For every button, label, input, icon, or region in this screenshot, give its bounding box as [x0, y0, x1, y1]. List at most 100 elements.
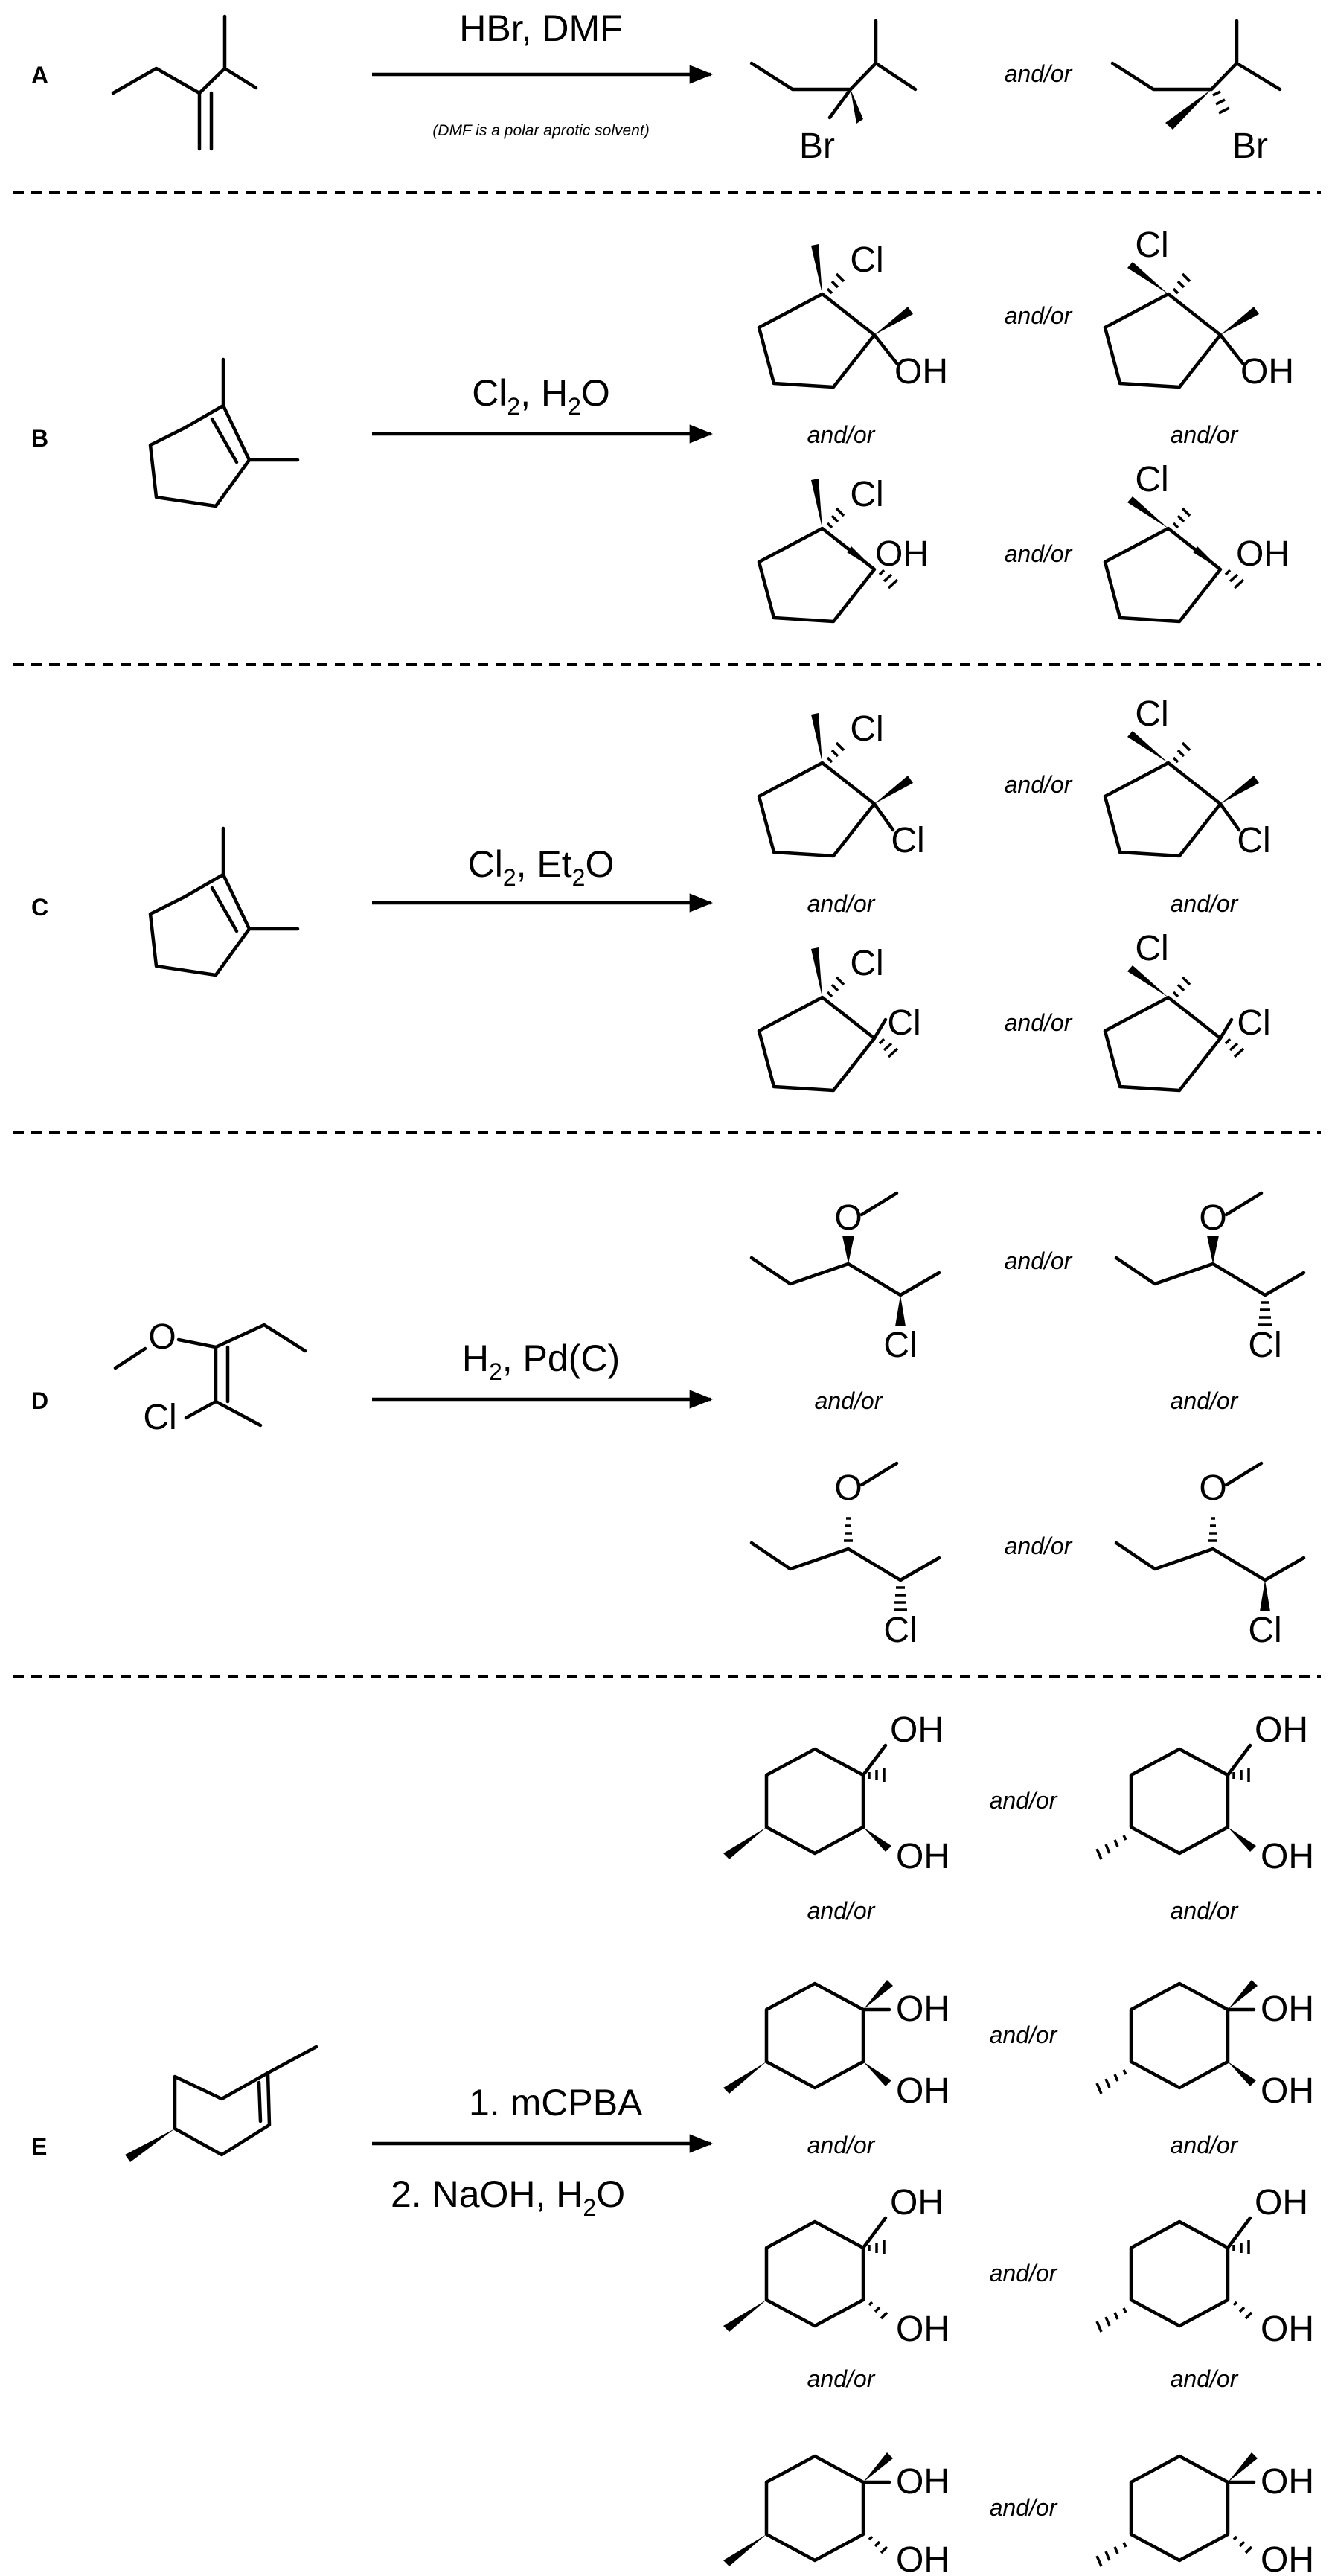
o-label: O	[148, 1317, 176, 1357]
cl-label: Cl	[1237, 1003, 1270, 1043]
cl-label: Cl	[850, 240, 883, 280]
and-or: and/or	[1005, 60, 1073, 87]
and-or: and/or	[807, 1897, 876, 1924]
and-or: and/or	[1005, 302, 1073, 329]
oh-label: OH	[890, 1710, 944, 1750]
oh-label: OH	[896, 2071, 950, 2111]
reagent-label: H2, Pd(C)	[462, 1337, 620, 1385]
panel-d: D O Cl H2, Pd(C) O Cl and/or O	[31, 1191, 1306, 1650]
and-or: and/or	[1005, 1533, 1073, 1559]
and-or: and/or	[1171, 1387, 1239, 1414]
oh-label: OH	[1255, 2183, 1308, 2222]
cl-label: Cl	[1135, 929, 1168, 968]
panel-label: B	[31, 425, 48, 452]
cl-label: Cl	[850, 709, 883, 749]
cl-label: Cl	[883, 1611, 917, 1650]
product-diol: OH OH	[723, 1980, 950, 2111]
reactant-cycloalkene	[148, 826, 300, 977]
oh-label: OH	[1261, 2462, 1314, 2502]
product-diol: OH OH	[1095, 2183, 1314, 2349]
cl-label: Cl	[1237, 821, 1270, 860]
oh-label: OH	[1261, 2540, 1314, 2576]
product-ether: O Cl	[1114, 1461, 1306, 1650]
panel-label: A	[31, 62, 48, 89]
and-or: and/or	[1171, 2365, 1239, 2392]
product-bromide: Br	[1110, 19, 1282, 166]
cl-label: Cl	[883, 1326, 917, 1365]
panel-e: E 1. mCPBA 2. NaOH, H2O OH OH and/or	[31, 1710, 1314, 2576]
oh-label: OH	[1236, 534, 1290, 574]
product-diol: OH OH	[723, 2183, 950, 2349]
oh-label: OH	[896, 2462, 950, 2502]
product-ether: O Cl	[749, 1461, 941, 1650]
product-diol: OH OH	[1095, 1980, 1314, 2111]
cl-label: Cl	[887, 1003, 920, 1043]
reactant-alkene	[111, 14, 258, 151]
oh-label: OH	[1240, 352, 1294, 391]
and-or: and/or	[807, 2132, 876, 2158]
and-or: and/or	[990, 2494, 1058, 2521]
product-diol: OH OH	[723, 1710, 950, 1876]
product-chlorohydrin: Cl OH	[1103, 460, 1290, 624]
cl-label: Cl	[850, 944, 883, 983]
product-diol: OH OH	[723, 2452, 950, 2576]
cl-label: Cl	[1248, 1326, 1281, 1365]
and-or: and/or	[1005, 771, 1073, 798]
oh-label: OH	[894, 352, 948, 391]
reactant-vinyl-ether: O Cl	[113, 1317, 307, 1437]
product-dichloride: Cl Cl	[757, 709, 925, 860]
panel-b: B Cl2, H2O Cl OH and/or Cl	[31, 226, 1294, 624]
and-or: and/or	[1005, 540, 1073, 567]
and-or: and/or	[1171, 890, 1239, 917]
cl-label: Cl	[891, 821, 924, 860]
product-chlorohydrin: Cl OH	[1103, 226, 1294, 391]
cl-label: Cl	[143, 1398, 176, 1437]
and-or: and/or	[815, 1387, 883, 1414]
product-dichloride: Cl Cl	[1103, 694, 1271, 860]
oh-label: OH	[1261, 2071, 1314, 2111]
o-label: O	[1199, 1198, 1226, 1238]
product-dichloride: Cl Cl	[757, 944, 921, 1093]
solvent-note: (DMF is a polar aprotic solvent)	[432, 122, 649, 139]
oh-label: OH	[1261, 2310, 1314, 2349]
o-label: O	[834, 1468, 862, 1508]
and-or: and/or	[807, 2365, 876, 2392]
panel-label: C	[31, 894, 48, 921]
reactant-cycloalkene	[148, 357, 300, 508]
o-label: O	[1199, 1468, 1226, 1508]
cl-label: Cl	[1248, 1611, 1281, 1650]
reagent-label: Cl2, H2O	[472, 372, 610, 420]
cl-label: Cl	[1135, 226, 1168, 265]
oh-label: OH	[896, 2540, 950, 2576]
panel-a: A HBr, DMF (DMF is a polar aprotic solve…	[31, 7, 1282, 166]
and-or: and/or	[807, 421, 876, 448]
oh-label: OH	[1261, 1989, 1314, 2029]
cl-label: Cl	[1135, 460, 1168, 499]
step-2: 2. NaOH, H2O	[391, 2173, 625, 2221]
oh-label: OH	[896, 1837, 950, 1876]
and-or: and/or	[1171, 1897, 1239, 1924]
product-diol: OH OH	[1095, 1710, 1314, 1876]
oh-label: OH	[890, 2183, 944, 2222]
reagent-label: HBr, DMF	[459, 7, 622, 49]
o-label: O	[834, 1198, 862, 1238]
panel-label: D	[31, 1387, 48, 1414]
cl-label: Cl	[1135, 694, 1168, 734]
product-chlorohydrin: Cl OH	[757, 240, 948, 391]
and-or: and/or	[990, 2260, 1058, 2286]
and-or: and/or	[807, 890, 876, 917]
reagent-label: Cl2, Et2O	[468, 843, 615, 891]
br-label: Br	[799, 127, 835, 166]
product-chlorohydrin: Cl OH	[757, 475, 929, 624]
oh-label: OH	[1261, 1837, 1314, 1876]
product-dichloride: Cl Cl	[1103, 929, 1271, 1093]
product-ether: O Cl	[749, 1191, 941, 1365]
and-or: and/or	[990, 1787, 1058, 1814]
and-or: and/or	[1171, 2132, 1239, 2158]
reactant-cyclohexene	[125, 2045, 318, 2162]
panel-c: C Cl2, Et2O Cl Cl and/or Cl	[31, 694, 1271, 1093]
oh-label: OH	[1255, 1710, 1308, 1750]
step-1: 1. mCPBA	[469, 2082, 643, 2123]
oh-label: OH	[896, 1989, 950, 2029]
